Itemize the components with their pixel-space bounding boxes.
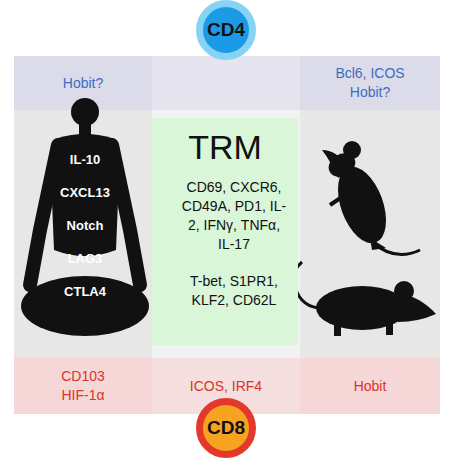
band-cell — [14, 358, 152, 414]
circle-label: CD4 — [207, 19, 245, 41]
factor-label: Hobit? — [63, 74, 103, 93]
band-cell — [152, 56, 300, 110]
standing-mouse — [322, 141, 420, 255]
band-cell: CD103HIF-1α — [14, 358, 152, 414]
factor-label: Bcl6, ICOS — [335, 64, 404, 83]
cd4-circle: CD4 — [196, 0, 256, 60]
marker-label: Notch — [20, 209, 150, 242]
walking-mouse — [294, 262, 436, 336]
human-shape — [20, 95, 150, 340]
band-cell — [300, 56, 440, 110]
human-neck — [79, 122, 91, 136]
human-labels: IL-10CXCL13NotchLAG3CTLA4 — [20, 143, 150, 308]
column-cell — [300, 110, 440, 358]
cd8-circle: CD8 — [196, 398, 256, 458]
column-cell — [152, 110, 300, 358]
column-cell — [14, 110, 152, 358]
circle-label: CD8 — [207, 417, 245, 439]
factor-label: CD103 — [61, 367, 105, 386]
human-arm — [112, 145, 140, 285]
human-arm — [30, 145, 58, 285]
factor-label: Hobit? — [350, 83, 390, 102]
band-cell: Hobit — [300, 358, 440, 414]
upregulated-list: CD69, CXCR6, CD49A, PD1, IL-2, IFNγ, TNF… — [178, 178, 290, 254]
band-cell — [300, 358, 440, 414]
marker-label: CXCL13 — [20, 176, 150, 209]
factor-label: HIF-1α — [61, 386, 104, 405]
human-silhouette: IL-10CXCL13NotchLAG3CTLA4 — [20, 95, 150, 340]
marker-label: LAG3 — [20, 242, 150, 275]
downregulated-list: T-bet, S1PR1, KLF2, CD62L — [178, 272, 290, 310]
marker-label: CTLA4 — [20, 275, 150, 308]
human-head — [71, 98, 99, 126]
trm-box: TRM CD69, CXCR6, CD49A, PD1, IL-2, IFNγ, … — [152, 118, 298, 345]
marker-label: IL-10 — [20, 143, 150, 176]
human-body — [21, 98, 149, 336]
factor-label: ICOS, IRF4 — [190, 377, 262, 396]
band-cell: Bcl6, ICOSHobit? — [300, 56, 440, 110]
factor-label: Hobit — [354, 377, 387, 396]
trm-title: TRM — [188, 128, 262, 166]
human-legs — [21, 276, 149, 336]
